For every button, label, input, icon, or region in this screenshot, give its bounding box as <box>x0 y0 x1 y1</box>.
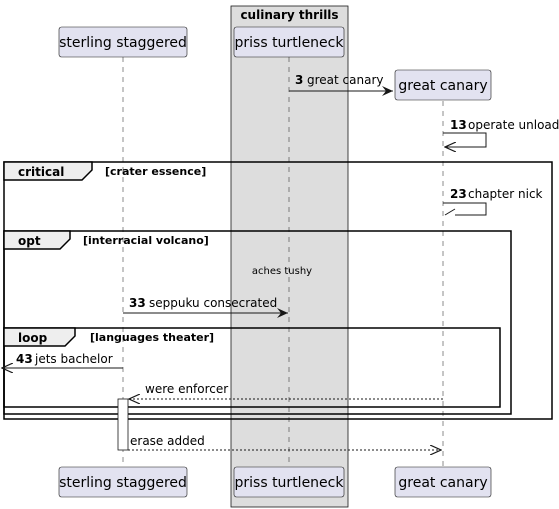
fragment-keyword: critical <box>18 165 64 179</box>
message-label: erase added <box>130 434 205 448</box>
activation-bar <box>117 398 129 451</box>
fragment-opt-tab <box>3 230 71 250</box>
participant-group-box <box>230 5 349 508</box>
participant-group-label: culinary thrills <box>240 8 338 22</box>
message-label: operate unload <box>468 118 559 132</box>
message-number: 43 <box>16 352 33 366</box>
fragment-opt <box>3 230 512 415</box>
message-label: jets bachelor <box>34 352 113 366</box>
message-label: seppuku consecrated <box>149 296 277 310</box>
message-label: chapter nick <box>468 187 543 201</box>
participant-foot-great-canary <box>394 466 492 498</box>
message-number: 13 <box>450 118 467 132</box>
self-message-arrow <box>443 132 487 147</box>
self-message-arrow <box>443 202 487 216</box>
fragment-keyword: opt <box>18 234 41 248</box>
participant-head-label: sterling staggered <box>59 35 187 51</box>
self-message-arrow-head <box>444 208 456 216</box>
fragment-keyword: loop <box>18 331 48 345</box>
participant-head-priss-turtleneck <box>233 26 345 58</box>
fragment-critical-tab <box>3 161 93 181</box>
participant-foot-label: sterling staggered <box>59 475 187 491</box>
message-number: 23 <box>450 187 467 201</box>
message-label: were enforcer <box>145 382 228 396</box>
fragment-loop-tab <box>3 327 76 347</box>
delay-note: aches tushy <box>252 266 312 277</box>
participant-head-label: priss turtleneck <box>235 35 345 51</box>
message-label: great canary <box>307 73 384 87</box>
participant-foot-sterling-staggered <box>58 466 188 498</box>
message-number: 3 <box>295 73 303 87</box>
participant-foot-label: great canary <box>398 475 487 491</box>
fragment-condition: [languages theater] <box>90 331 214 344</box>
participant-foot-priss-turtleneck <box>233 466 345 498</box>
fragment-condition: [crater essence] <box>105 165 206 178</box>
participant-foot-label: priss turtleneck <box>235 475 345 491</box>
participant-head-great-canary <box>394 69 492 101</box>
fragment-condition: [interracial volcano] <box>83 234 209 247</box>
participant-head-sterling-staggered <box>58 26 188 58</box>
participant-head-label: great canary <box>398 78 487 94</box>
message-number: 33 <box>129 296 146 310</box>
